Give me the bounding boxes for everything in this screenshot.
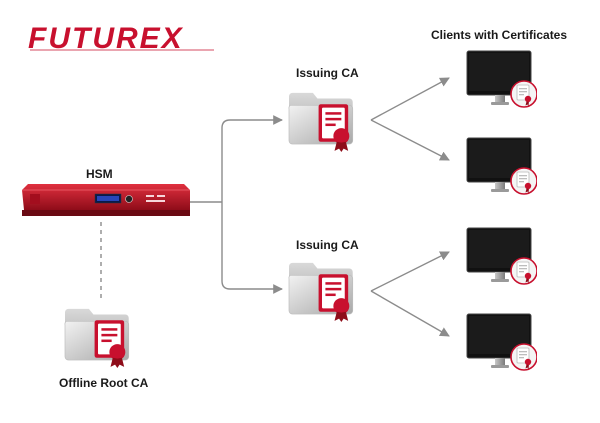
issuing-ca-top-certificate-folder-icon <box>287 86 357 152</box>
clients-header: Clients with Certificates <box>431 28 568 42</box>
line-bottom-ca-client-3 <box>370 251 450 292</box>
line-to-bottom-ca <box>221 202 283 294</box>
line-bottom-ca-client-4 <box>370 290 450 337</box>
offline-root-ca-certificate-folder-icon <box>63 302 133 368</box>
hsm-label: HSM <box>86 167 113 181</box>
offline-root-ca-label: Offline Root CA <box>59 376 149 390</box>
hsm-appliance-icon <box>22 184 190 216</box>
issuing-ca-bottom-label: Issuing CA <box>296 238 359 252</box>
client-4-monitor-icon <box>455 313 547 373</box>
line-top-ca-client-1 <box>370 77 450 121</box>
client-3-monitor-icon <box>455 227 547 287</box>
issuing-ca-top-label: Issuing CA <box>296 66 359 80</box>
futurex-logo: FUTUREX <box>28 22 214 55</box>
line-top-ca-client-2 <box>370 119 450 161</box>
client-1-monitor-icon <box>455 50 547 110</box>
issuing-ca-bottom-certificate-folder-icon <box>287 256 357 322</box>
client-2-monitor-icon <box>455 137 547 197</box>
line-to-top-ca <box>221 115 283 202</box>
